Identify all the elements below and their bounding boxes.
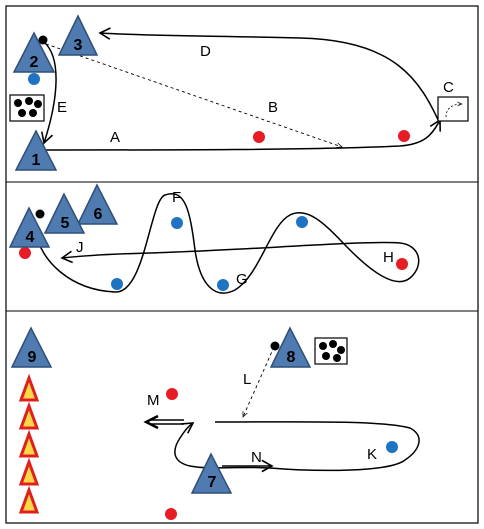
- ball-black: [14, 99, 22, 107]
- ball-blue: [171, 217, 183, 229]
- cone-1-label: 1: [32, 152, 41, 169]
- marker-cone: [18, 485, 40, 514]
- ball-black: [38, 35, 48, 45]
- label-g: G: [236, 271, 248, 288]
- cone-4-label: 4: [26, 229, 35, 246]
- path-e: [41, 41, 57, 145]
- ball-blue: [296, 216, 308, 228]
- marker-cone-stack: [18, 373, 40, 514]
- label-h: H: [383, 249, 394, 266]
- cone-5: 5: [43, 192, 86, 234]
- cone-7: 7: [190, 452, 233, 494]
- ball-red: [165, 508, 177, 520]
- ball-red: [166, 388, 178, 400]
- ball-red: [396, 258, 408, 270]
- ball-red: [253, 131, 265, 143]
- path-c-pass: [445, 101, 463, 118]
- cone-8: 8: [269, 326, 312, 368]
- ball-black: [34, 100, 42, 108]
- marker-cone: [18, 401, 40, 430]
- cone-5-label: 5: [61, 215, 70, 232]
- cone-2-label: 2: [30, 54, 39, 71]
- cone-6-shape: [76, 183, 119, 225]
- cone-6-label: 6: [94, 206, 103, 223]
- label-f: F: [172, 189, 181, 206]
- ball-black: [29, 109, 37, 117]
- cone-4-shape: [8, 206, 51, 248]
- ball-box: [437, 96, 469, 122]
- ball-blue: [111, 278, 123, 290]
- path-b: [45, 43, 343, 148]
- path-weave: [35, 193, 420, 294]
- cone-2-shape: [12, 31, 56, 73]
- label-c: C: [443, 79, 454, 96]
- label-b: B: [268, 99, 278, 116]
- label-l: L: [243, 371, 251, 388]
- ball-black: [18, 109, 26, 117]
- label-n: N: [251, 449, 262, 466]
- label-m: M: [147, 392, 160, 409]
- cone-5-shape: [43, 192, 86, 234]
- cone-7-shape: [190, 452, 233, 494]
- ball-blue: [386, 441, 398, 453]
- cone-3: 3: [57, 14, 99, 56]
- label-k: K: [367, 446, 377, 463]
- label-e: E: [57, 99, 67, 116]
- marker-cone: [18, 457, 40, 486]
- ball-black: [35, 209, 45, 219]
- cone-9-shape: [10, 326, 53, 368]
- label-d: D: [200, 43, 211, 60]
- cone-8-label: 8: [287, 349, 296, 366]
- label-j: J: [76, 239, 84, 256]
- cone-3-shape: [57, 14, 99, 56]
- ball-red: [398, 130, 410, 142]
- marker-cone: [18, 429, 40, 458]
- ball-black: [333, 354, 341, 362]
- cone-1: 1: [14, 129, 58, 171]
- cone-7-label: 7: [208, 474, 217, 491]
- path-loop: [174, 421, 420, 472]
- cone-2: 2: [12, 31, 56, 73]
- arrowhead-m: [143, 414, 159, 430]
- cone-6: 6: [76, 183, 119, 225]
- cone-8-shape: [269, 326, 312, 368]
- cone-9-label: 9: [28, 349, 37, 366]
- ball-black: [329, 340, 337, 348]
- marker-cone: [18, 373, 40, 402]
- label-a: A: [110, 129, 120, 146]
- cone-3-label: 3: [74, 37, 83, 54]
- ball-red: [19, 247, 31, 259]
- path-d: [98, 27, 441, 125]
- ball-blue: [28, 73, 40, 85]
- path-a: [45, 118, 441, 151]
- ball-black: [337, 346, 345, 354]
- ball-blue: [217, 279, 229, 291]
- ball-black: [322, 352, 330, 360]
- path-l: [242, 346, 275, 418]
- cone-9: 9: [10, 326, 53, 368]
- ball-black: [25, 97, 33, 105]
- ball-black: [319, 342, 327, 350]
- cone-1-shape: [14, 129, 58, 171]
- ball-black: [270, 341, 280, 351]
- cone-4: 4: [8, 206, 51, 248]
